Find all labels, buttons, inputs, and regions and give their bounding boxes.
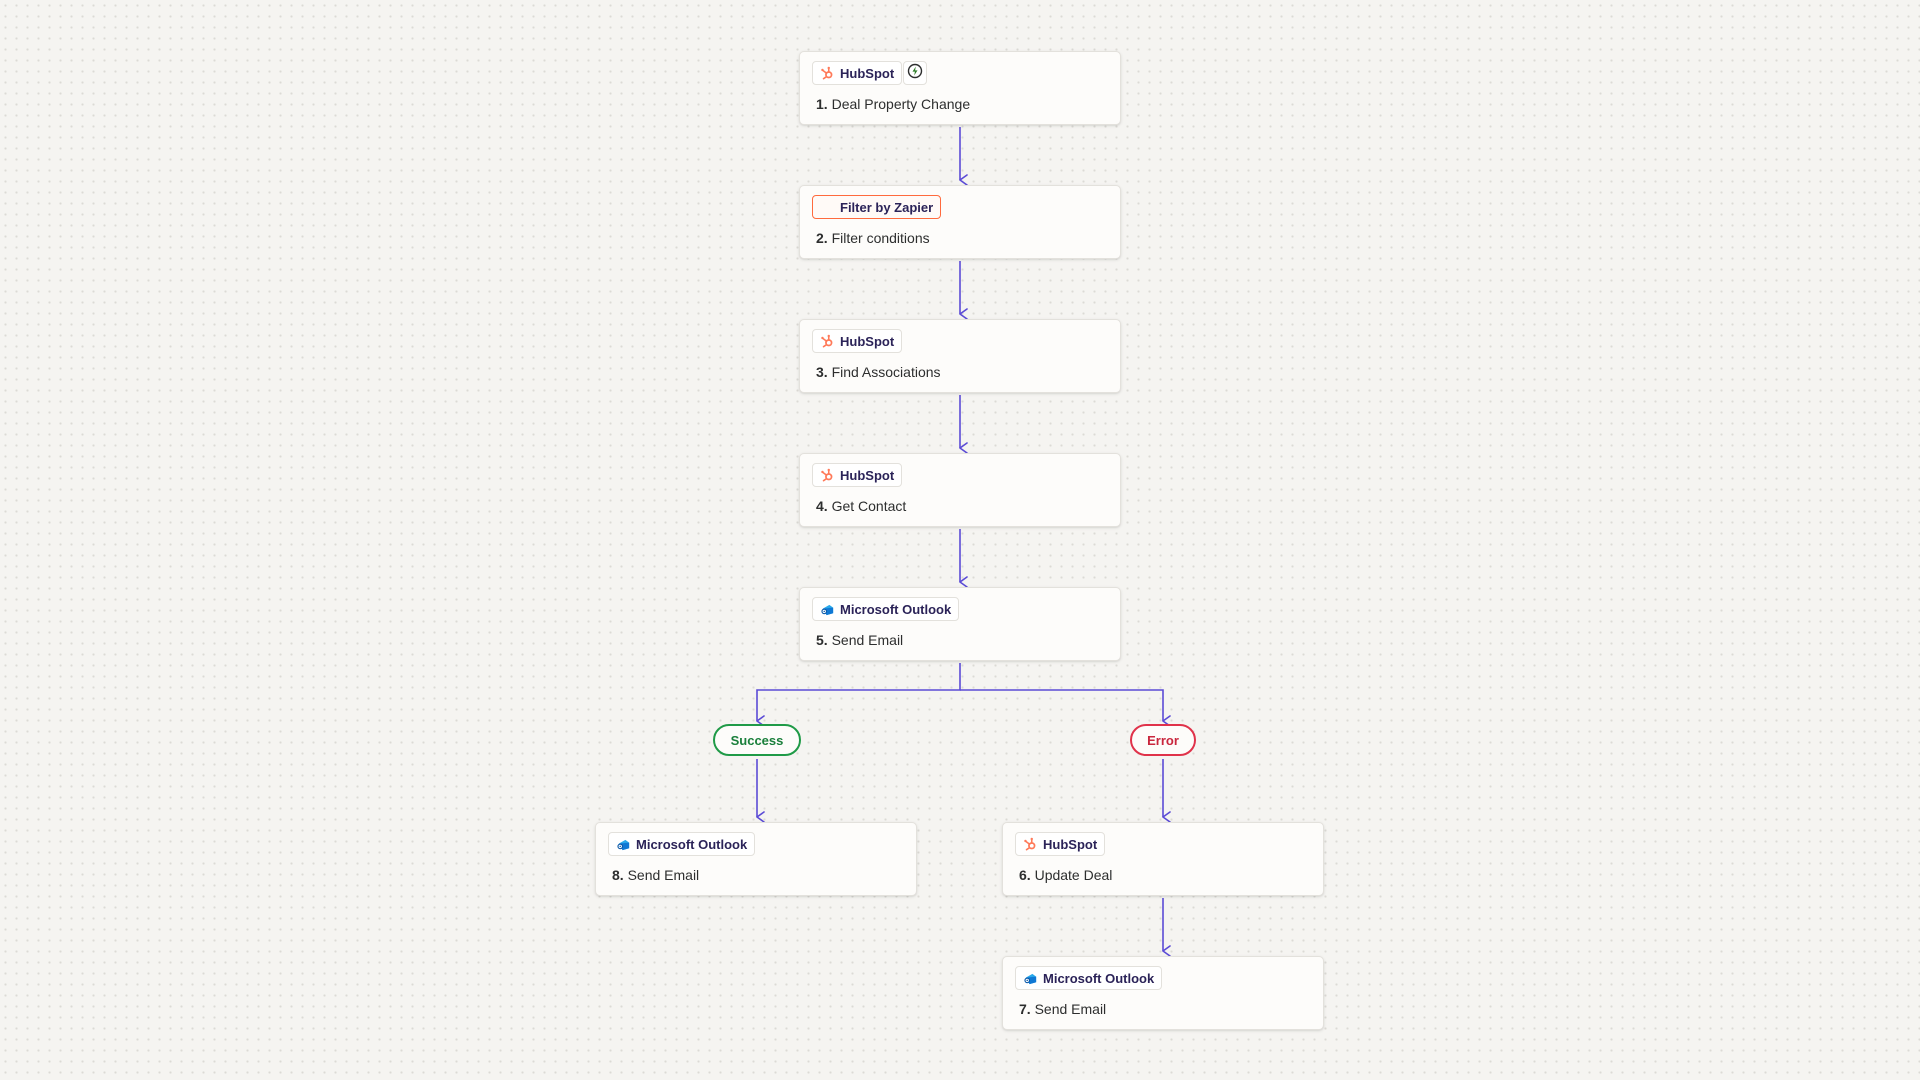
step-title: 7. Send Email <box>1019 1001 1106 1017</box>
app-chip-filter: Filter by Zapier <box>812 195 942 219</box>
app-name: HubSpot <box>840 333 895 349</box>
step-card-2[interactable]: Filter by Zapier 2. Filter conditions <box>799 185 1121 259</box>
app-chip-hubspot: HubSpot <box>812 329 903 353</box>
step-card-6[interactable]: HubSpot 6. Update Deal <box>1002 822 1324 896</box>
app-chip-hubspot: HubSpot <box>812 463 903 487</box>
app-chip-outlook: Microsoft Outlook <box>1015 966 1163 990</box>
step-name: Get Contact <box>831 498 907 514</box>
step-number: 3. <box>816 364 828 380</box>
trigger-badge <box>903 61 927 85</box>
path-error-label: Error <box>1147 732 1179 748</box>
step-card-1[interactable]: HubSpot 1. Deal Property Change <box>799 51 1121 125</box>
step-title: 1. Deal Property Change <box>816 96 970 112</box>
step-name: Filter conditions <box>831 230 930 246</box>
step-number: 4. <box>816 498 828 514</box>
app-name: Microsoft Outlook <box>1043 970 1155 986</box>
filter-icon <box>819 199 835 215</box>
step-card-5[interactable]: Microsoft Outlook 5. Send Email <box>799 587 1121 661</box>
step-name: Update Deal <box>1034 867 1113 883</box>
step-name: Send Email <box>831 632 904 648</box>
connector-branch-split <box>756 663 961 727</box>
step-title: 4. Get Contact <box>816 498 906 514</box>
step-title: 5. Send Email <box>816 632 903 648</box>
step-card-4[interactable]: HubSpot 4. Get Contact <box>799 453 1121 527</box>
step-number: 7. <box>1019 1001 1031 1017</box>
step-title: 2. Filter conditions <box>816 230 930 246</box>
connector-branch-split-error <box>960 689 1171 727</box>
hubspot-icon <box>819 467 835 483</box>
step-number: 6. <box>1019 867 1031 883</box>
path-error-pill[interactable]: Error <box>1130 724 1196 756</box>
hubspot-icon <box>819 333 835 349</box>
app-chip-hubspot: HubSpot <box>1015 832 1106 856</box>
app-name: HubSpot <box>840 65 895 81</box>
path-success-pill[interactable]: Success <box>713 724 801 756</box>
step-number: 5. <box>816 632 828 648</box>
outlook-icon <box>615 836 631 852</box>
hubspot-icon <box>1022 836 1038 852</box>
step-name: Send Email <box>627 867 700 883</box>
step-name: Deal Property Change <box>831 96 971 112</box>
step-card-8[interactable]: Microsoft Outlook 8. Send Email <box>595 822 917 896</box>
step-name: Find Associations <box>831 364 941 380</box>
app-name: Filter by Zapier <box>840 199 934 215</box>
step-card-7[interactable]: Microsoft Outlook 7. Send Email <box>1002 956 1324 1030</box>
path-success-label: Success <box>730 732 784 748</box>
app-chip-outlook: Microsoft Outlook <box>812 597 960 621</box>
outlook-icon <box>1022 970 1038 986</box>
step-title: 6. Update Deal <box>1019 867 1112 883</box>
app-name: HubSpot <box>1043 836 1098 852</box>
app-name: Microsoft Outlook <box>840 601 952 617</box>
app-chip-hubspot: HubSpot <box>812 61 903 85</box>
outlook-icon <box>819 601 835 617</box>
step-title: 8. Send Email <box>612 867 699 883</box>
app-name: HubSpot <box>840 467 895 483</box>
step-card-3[interactable]: HubSpot 3. Find Associations <box>799 319 1121 393</box>
step-title: 3. Find Associations <box>816 364 941 380</box>
step-number: 2. <box>816 230 828 246</box>
hubspot-icon <box>819 65 835 81</box>
bolt-icon <box>907 63 923 84</box>
step-number: 8. <box>612 867 624 883</box>
app-name: Microsoft Outlook <box>636 836 748 852</box>
step-number: 1. <box>816 96 828 112</box>
app-chip-outlook: Microsoft Outlook <box>608 832 756 856</box>
step-name: Send Email <box>1034 1001 1107 1017</box>
